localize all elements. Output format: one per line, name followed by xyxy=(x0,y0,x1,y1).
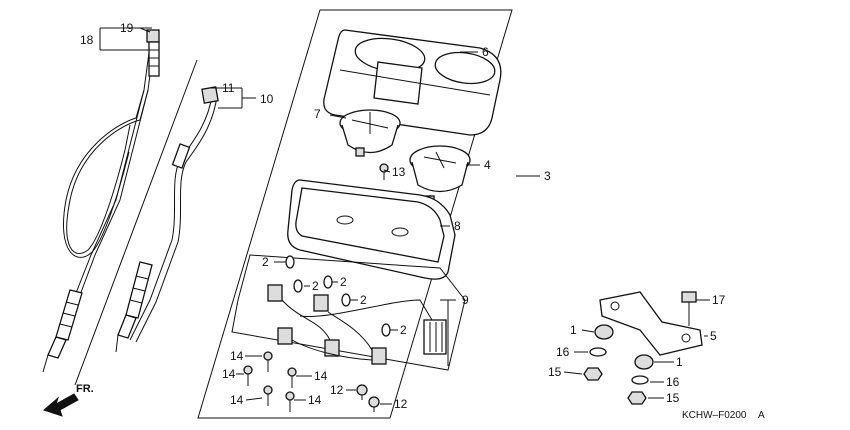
tachometer-cable xyxy=(115,86,219,353)
callout-1-a: 1 xyxy=(570,323,577,337)
callout-2-b: 2 xyxy=(312,279,319,293)
callout-3: 3 xyxy=(544,169,551,183)
callout-2-a: 2 xyxy=(262,255,269,269)
callout-1-b: 1 xyxy=(676,355,683,369)
screw-13 xyxy=(379,163,389,180)
callout-16-a: 16 xyxy=(556,345,570,359)
callout-16-b: 16 xyxy=(666,375,680,389)
callout-10: 10 xyxy=(260,92,274,106)
callout-18: 18 xyxy=(80,33,94,47)
diagram-code: KCHW–F0200 xyxy=(682,410,747,421)
callout-2-c: 2 xyxy=(340,275,347,289)
speedometer-unit xyxy=(339,109,401,157)
callout-13: 13 xyxy=(392,165,406,179)
callout-14-c: 14 xyxy=(314,369,328,383)
callout-2-d: 2 xyxy=(360,293,367,307)
callout-2-e: 2 xyxy=(400,323,407,337)
callout-17: 17 xyxy=(712,293,726,307)
rubber-mounts xyxy=(594,324,654,370)
callout-8: 8 xyxy=(454,219,461,233)
callout-4: 4 xyxy=(484,158,491,172)
harness-connector xyxy=(423,319,447,355)
diagram-code-suffix: A xyxy=(758,410,765,421)
callout-11: 11 xyxy=(222,81,235,95)
bolt-17 xyxy=(681,291,697,326)
meter-case xyxy=(323,29,502,136)
callout-12-b: 12 xyxy=(394,397,408,411)
bulb-sockets xyxy=(267,284,387,365)
separator-line xyxy=(74,59,198,386)
direction-label: FR. xyxy=(76,383,94,395)
screws-14 xyxy=(243,351,297,412)
washers-16 xyxy=(589,347,649,385)
screws-12 xyxy=(356,384,380,412)
callout-7: 7 xyxy=(314,107,321,121)
callout-5: 5 xyxy=(710,329,717,343)
meter-assembly-frame xyxy=(197,9,513,419)
callout-12-a: 12 xyxy=(330,383,344,397)
callout-19: 19 xyxy=(120,21,134,35)
callout-14-a: 14 xyxy=(230,349,244,363)
wire-harness xyxy=(231,254,466,371)
callout-15-a: 15 xyxy=(548,365,562,379)
callout-14-e: 14 xyxy=(308,393,322,407)
nuts-15 xyxy=(583,367,647,405)
front-direction-arrow: FR. xyxy=(43,383,94,417)
meter-bracket xyxy=(599,291,703,356)
leader-lines xyxy=(99,27,710,405)
indicator-bulbs xyxy=(285,255,391,337)
meter-lower-case xyxy=(287,179,456,280)
callout-14-d: 14 xyxy=(230,393,244,407)
callout-15-b: 15 xyxy=(666,391,680,405)
callout-labels: 19 18 11 10 6 7 4 13 3 8 2 2 2 2 2 9 14 … xyxy=(80,21,726,411)
callout-6: 6 xyxy=(482,45,489,59)
callout-14-b: 14 xyxy=(222,367,236,381)
speedometer-cable xyxy=(42,29,160,373)
callout-9: 9 xyxy=(462,293,469,307)
